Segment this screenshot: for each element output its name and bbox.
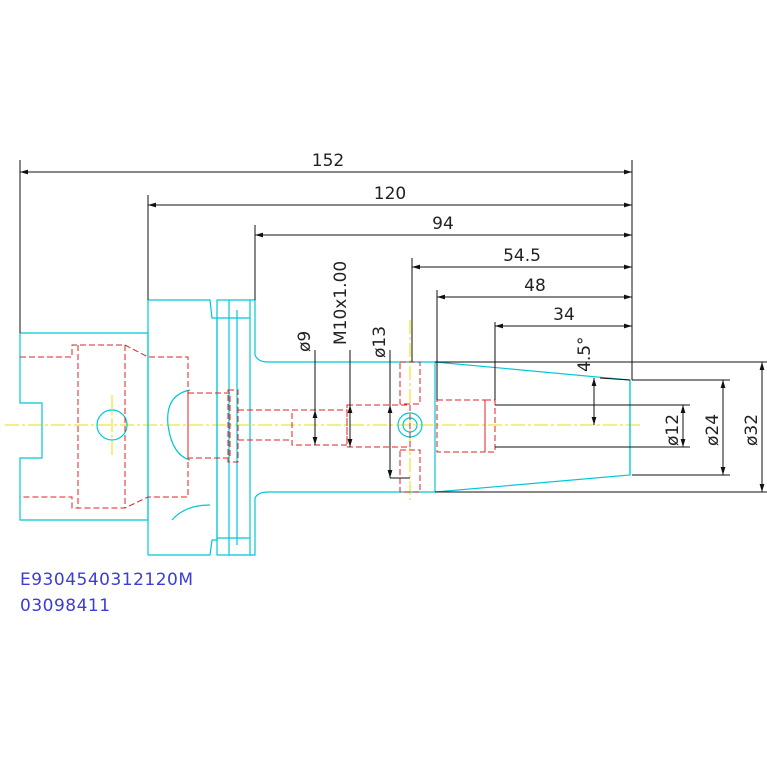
dim-shank-length: 120 [374, 184, 406, 204]
outer-diameter-dimensions: ø12 ø24 ø32 [435, 361, 767, 493]
taper-angle-dimension: 4.5° [575, 336, 631, 425]
hidden-lines [20, 344, 630, 509]
inner-diameter-dimensions: ø9 M10x1.00 ø13 [295, 261, 410, 479]
dim-bore-depth-1: 54.5 [503, 246, 541, 266]
dim-bore-depth-3: 34 [553, 305, 575, 325]
dim-body-length: 94 [432, 214, 454, 234]
dim-overall-length: 152 [312, 151, 344, 171]
dim-dia-9: ø9 [295, 331, 315, 352]
dim-dia-32: ø32 [742, 414, 762, 446]
code-label: 03098411 [20, 596, 111, 616]
holder-outline [19, 299, 631, 556]
dim-thread: M10x1.00 [331, 261, 351, 345]
dim-dia-13: ø13 [370, 326, 390, 358]
dim-bore-depth-2: 48 [524, 276, 546, 296]
dim-dia-12: ø12 [663, 414, 683, 446]
dim-taper-angle: 4.5° [575, 336, 595, 372]
part-number-label: E9304540312120M [20, 570, 194, 590]
dim-dia-24: ø24 [703, 414, 723, 446]
horizontal-dimensions: 152 120 94 54.5 48 34 [19, 151, 633, 400]
